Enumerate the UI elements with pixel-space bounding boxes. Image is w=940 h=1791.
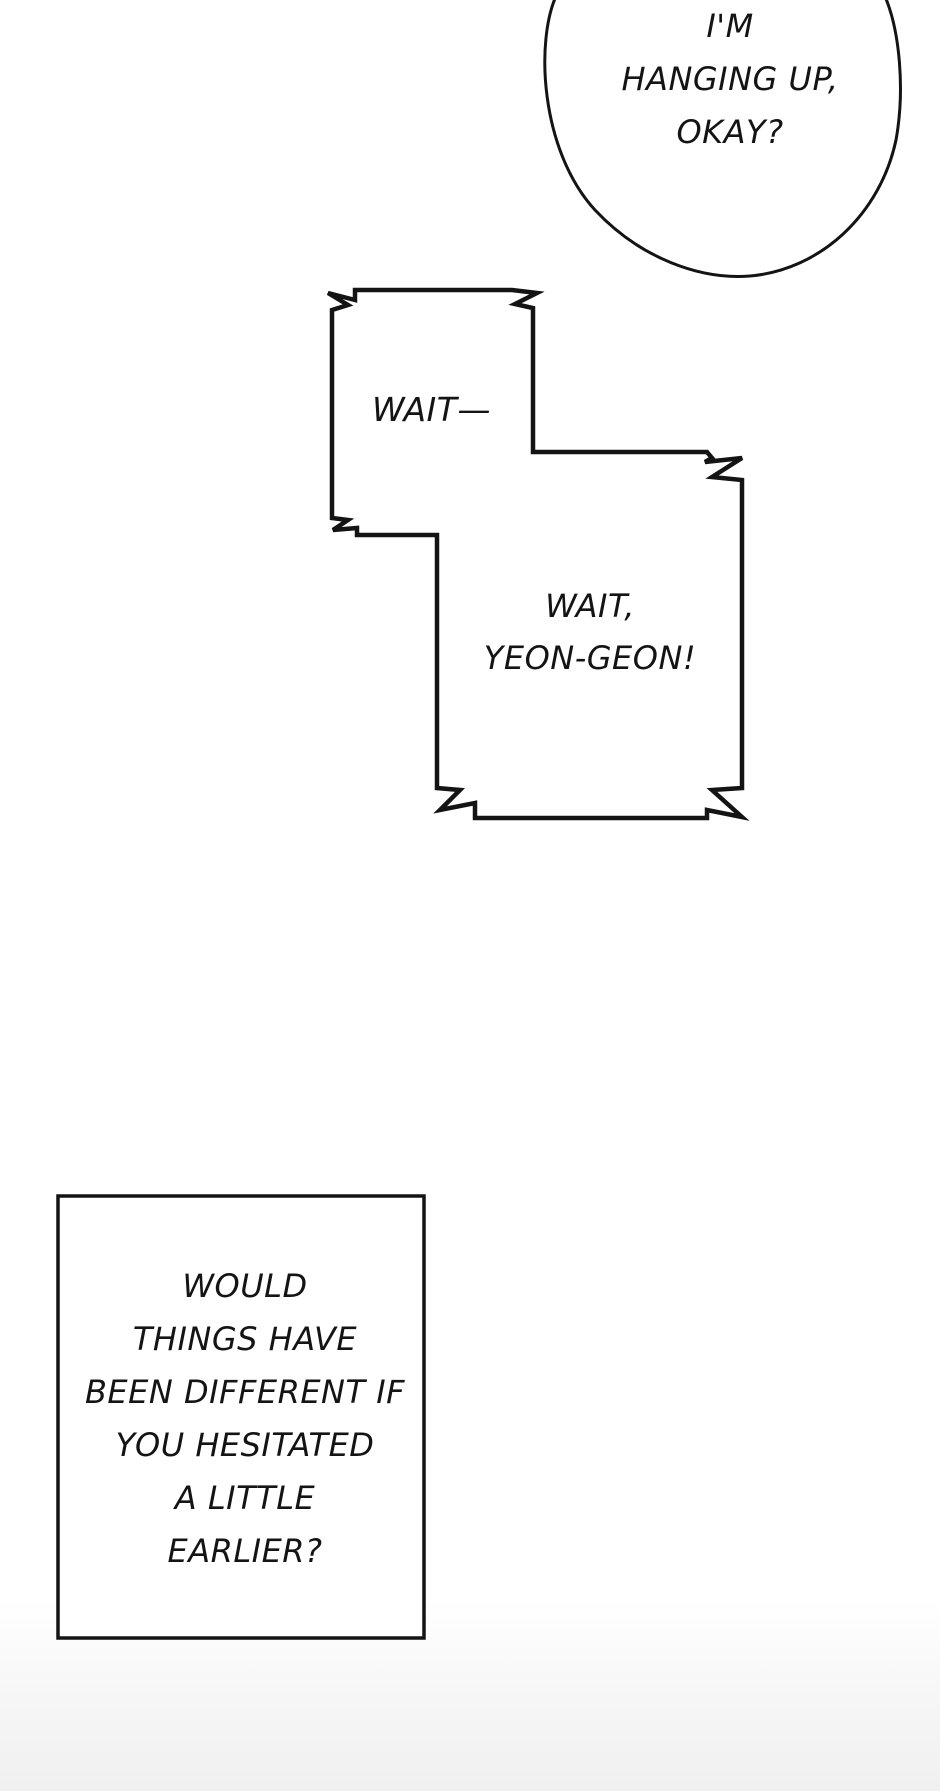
shout-bubble-outline [326,287,750,821]
narration-box-text: WOULD THINGS HAVE BEEN DIFFERENT IF YOU … [84,1267,406,1570]
narration-box-outline [56,1194,426,1640]
speech-bubble-outline [543,0,902,278]
speech-bubble-text: I'M HANGING UP, OKAY? [621,7,839,151]
shout-bubble-lower-text: WAIT, YEON-GEON! [483,587,697,677]
shout-bubble-upper-text: WAIT— [372,390,491,429]
